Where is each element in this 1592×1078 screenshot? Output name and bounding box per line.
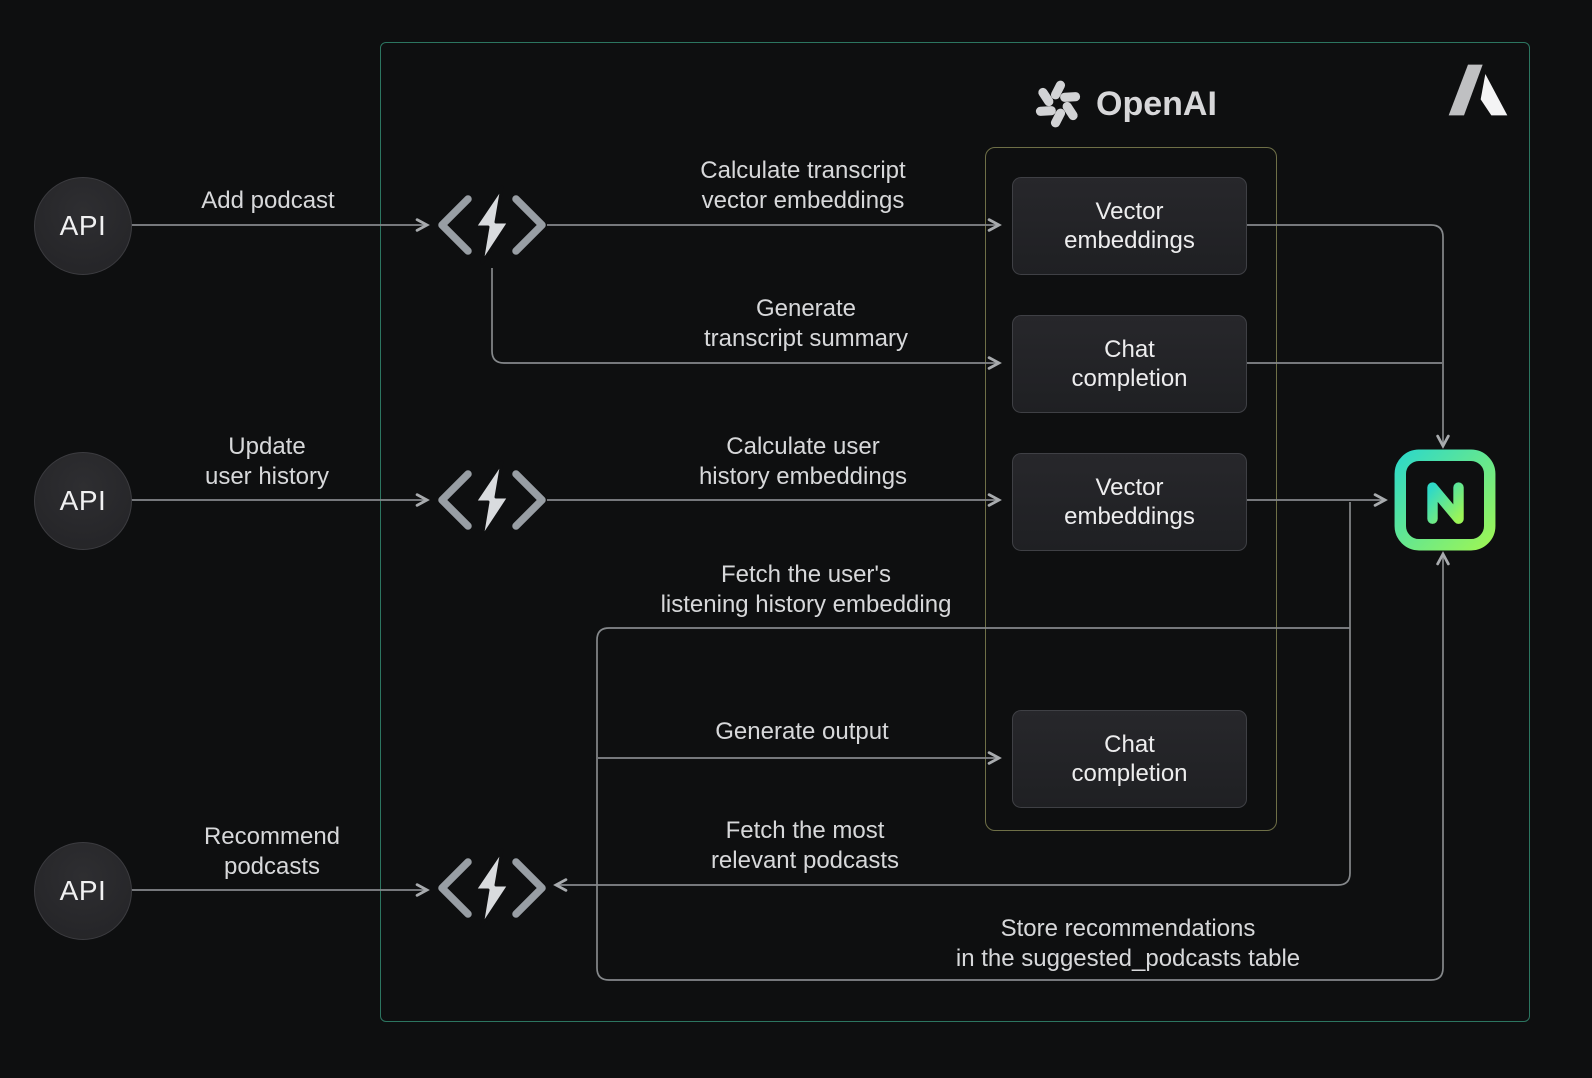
service-box-chat-completion-1: Chat completion bbox=[1012, 315, 1247, 413]
api-node-1: API bbox=[34, 177, 132, 275]
edge-function-icon-recommend bbox=[438, 848, 546, 928]
edge-function-icon-update-history bbox=[438, 460, 546, 540]
flow-fetch-relevant bbox=[553, 502, 1351, 892]
api-node-3: API bbox=[34, 842, 132, 940]
label-calculate-user-history: Calculate user history embeddings bbox=[698, 433, 908, 490]
azure-region bbox=[380, 42, 1530, 1022]
flow-ve1-to-neon bbox=[1246, 224, 1450, 449]
label-fetch-relevant-podcasts: Fetch the most relevant podcasts bbox=[710, 817, 900, 874]
label-generate-output: Generate output bbox=[715, 718, 889, 745]
service-box-vector-embeddings-1: Vector embeddings bbox=[1012, 177, 1247, 275]
openai-brand-text: OpenAI bbox=[1096, 84, 1217, 123]
label-recommend-podcasts: Recommend podcasts bbox=[203, 823, 341, 880]
api-node-2: API bbox=[34, 452, 132, 550]
flow-generate-summary bbox=[491, 268, 1002, 370]
label-add-podcast: Add podcast bbox=[201, 187, 335, 214]
flow-fetch-listening-and-store bbox=[596, 551, 1450, 981]
label-calculate-transcript: Calculate transcript vector embeddings bbox=[700, 157, 906, 214]
edge-function-icon-add-podcast bbox=[438, 185, 546, 265]
service-box-chat-completion-2: Chat completion bbox=[1012, 710, 1247, 808]
service-box-vector-embeddings-2: Vector embeddings bbox=[1012, 453, 1247, 551]
openai-brand: OpenAI bbox=[1033, 77, 1217, 131]
openai-logo-icon bbox=[1035, 80, 1081, 128]
openai-services-region bbox=[985, 147, 1277, 831]
label-generate-summary: Generate transcript summary bbox=[703, 295, 909, 352]
azure-logo-icon bbox=[1448, 64, 1508, 116]
label-update-user-history: Update user history bbox=[204, 433, 330, 490]
label-fetch-listening-history: Fetch the user's listening history embed… bbox=[660, 561, 952, 618]
label-store-recommendations: Store recommendations in the suggested_p… bbox=[955, 915, 1301, 972]
neon-logo-icon bbox=[1394, 449, 1496, 551]
